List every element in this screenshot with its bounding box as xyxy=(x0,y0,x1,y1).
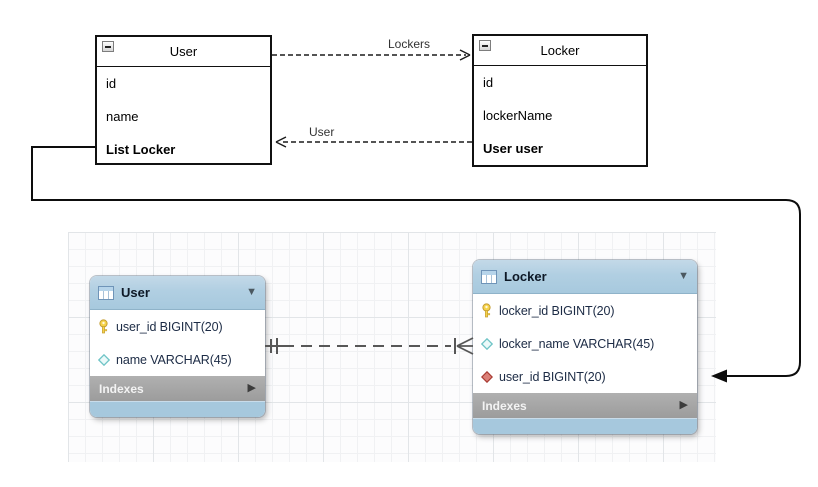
eer-column-text: user_id BIGINT(20) xyxy=(499,369,606,384)
uml-class-locker-title-bar: Locker xyxy=(474,36,646,66)
indexes-label: Indexes xyxy=(482,398,527,413)
uml-field: name xyxy=(106,109,139,124)
table-icon xyxy=(481,269,497,284)
uml-class-user[interactable]: User id name List Locker xyxy=(95,35,272,165)
table-icon xyxy=(98,285,114,300)
eer-table-user-header[interactable]: User ▼ xyxy=(90,276,265,310)
uml-field: id xyxy=(483,75,494,90)
chevron-right-icon[interactable]: ▶ xyxy=(679,399,688,411)
chevron-right-icon[interactable]: ▶ xyxy=(247,382,256,394)
eer-column-text: locker_id BIGINT(20) xyxy=(499,303,615,318)
eer-column-text: user_id BIGINT(20) xyxy=(116,319,223,334)
eer-column-text: name VARCHAR(45) xyxy=(116,352,232,367)
eer-table-user[interactable]: User ▼ user_id BIGINT(20) name VARCHAR(4… xyxy=(90,276,265,417)
eer-table-footer-strip xyxy=(90,401,265,417)
uml-field: User user xyxy=(483,141,543,156)
uml-field: id xyxy=(106,76,117,91)
eer-table-title: User xyxy=(121,285,150,300)
uml-class-user-title-bar: User xyxy=(97,37,270,67)
association-arrowhead-right xyxy=(459,49,471,61)
chevron-down-icon[interactable]: ▼ xyxy=(678,270,689,282)
indexes-label: Indexes xyxy=(99,381,144,396)
eer-column-row[interactable]: user_id BIGINT(20) xyxy=(473,360,697,393)
association-label-user: User xyxy=(309,125,335,139)
primary-key-icon xyxy=(482,303,491,318)
indexes-row[interactable]: Indexes ▶ xyxy=(473,393,697,418)
eer-column-row[interactable]: locker_id BIGINT(20) xyxy=(473,294,697,327)
nullable-column-icon xyxy=(480,337,493,350)
eer-column-row[interactable]: locker_name VARCHAR(45) xyxy=(473,327,697,360)
association-label-lockers: Lockers xyxy=(388,37,431,51)
eer-table-locker[interactable]: Locker ▼ locker_id BIGINT(20) locker_nam… xyxy=(473,260,697,434)
uml-class-title: Locker xyxy=(540,43,580,58)
eer-table-footer-strip xyxy=(473,418,697,434)
eer-table-title: Locker xyxy=(504,269,547,284)
eer-column-row[interactable]: user_id BIGINT(20) xyxy=(90,310,265,343)
uml-class-title: User xyxy=(169,44,198,59)
collapse-icon[interactable] xyxy=(102,41,114,52)
foreign-key-icon xyxy=(480,370,493,383)
chevron-down-icon[interactable]: ▼ xyxy=(246,286,257,298)
eer-table-locker-header[interactable]: Locker ▼ xyxy=(473,260,697,294)
uml-field: lockerName xyxy=(483,108,553,123)
uml-field: List Locker xyxy=(106,142,176,157)
uml-class-locker[interactable]: Locker id lockerName User user xyxy=(472,34,648,167)
indexes-row[interactable]: Indexes ▶ xyxy=(90,376,265,401)
eer-column-text: locker_name VARCHAR(45) xyxy=(499,336,655,351)
eer-column-row[interactable]: name VARCHAR(45) xyxy=(90,343,265,376)
collapse-icon[interactable] xyxy=(479,40,491,51)
association-arrowhead-left xyxy=(275,136,287,148)
primary-key-icon xyxy=(99,319,108,334)
nullable-column-icon xyxy=(97,353,110,366)
